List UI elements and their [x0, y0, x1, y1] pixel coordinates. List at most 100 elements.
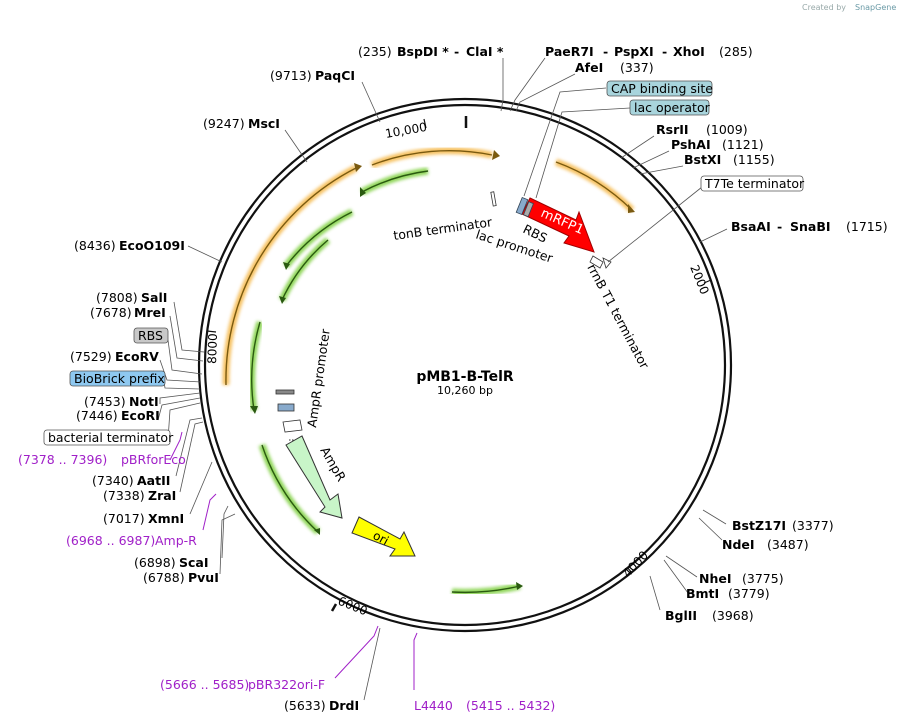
- tick-label-8000: 8000: [205, 333, 220, 364]
- aatii-label[interactable]: AatII: [137, 473, 170, 488]
- lac-promoter-elements: [490, 191, 612, 269]
- bacterial-terminator-label: bacterial terminator: [48, 430, 174, 445]
- drdi-label[interactable]: DrdI: [329, 698, 359, 713]
- l4440-range: (5415 .. 5432): [466, 698, 555, 713]
- clai-label[interactable]: ClaI *: [466, 44, 504, 59]
- paqci-label[interactable]: PaqCI: [315, 68, 355, 83]
- afei-label[interactable]: AfeI: [575, 60, 603, 75]
- nhei-position: (3775): [742, 571, 784, 586]
- bstz17i-label[interactable]: BstZ17I: [732, 518, 786, 533]
- noti-label[interactable]: NotI: [129, 394, 159, 409]
- plasmid-size: 10,260 bp: [437, 384, 493, 397]
- tick-6000: [330, 603, 338, 612]
- afei-position: (337): [620, 60, 654, 75]
- ori-feature[interactable]: ori: [351, 516, 416, 557]
- t7te-terminator-label: T7Te terminator: [704, 176, 805, 191]
- sali-label[interactable]: SalI: [141, 290, 167, 305]
- pspxi-label[interactable]: PspXI: [614, 44, 654, 59]
- amp-r-range: (6968 .. 6987): [66, 533, 155, 548]
- pbrforeco-primer[interactable]: pBRforEco: [121, 452, 186, 467]
- noti-position: (7453): [84, 394, 126, 409]
- ecoo109i-label[interactable]: EcoO109I: [119, 238, 185, 253]
- mrei-position: (7678): [90, 305, 132, 320]
- drdi-position: (5633): [284, 698, 326, 713]
- biobrick-prefix-label: BioBrick prefix: [74, 371, 165, 386]
- ampr-promoter-elements: [275, 389, 303, 441]
- tick-4000: [626, 566, 633, 574]
- ecori-label[interactable]: EcoRI: [121, 408, 160, 423]
- pshai-label[interactable]: PshAI: [671, 137, 711, 152]
- biobrick-prefix-box[interactable]: BioBrick prefix: [69, 370, 166, 387]
- bspdi-label[interactable]: BspDI *: [397, 44, 449, 59]
- ndei-position: (3487): [767, 537, 809, 552]
- ndei-label[interactable]: NdeI: [722, 537, 755, 552]
- rbs-label: RBS: [138, 328, 163, 343]
- pbr322ori-f-range: (5666 .. 5685): [160, 677, 249, 692]
- backbone-outer-ring: [197, 97, 733, 633]
- tick-label-10000: 10,000: [384, 120, 428, 141]
- site-dash-2: -: [603, 44, 608, 59]
- credit-text: Created by: [802, 3, 846, 12]
- scai-position: (6898): [134, 555, 176, 570]
- scai-label[interactable]: ScaI: [179, 555, 209, 570]
- rrnb-terminator-label: rrnB T1 terminator: [584, 261, 652, 371]
- tick-10000: [423, 118, 427, 129]
- ampr-label: AmpR: [317, 444, 349, 484]
- xmni-label[interactable]: XmnI: [148, 511, 184, 526]
- bstxi-position: (1155): [733, 152, 775, 167]
- rsrii-label[interactable]: RsrII: [656, 122, 689, 137]
- zrai-label[interactable]: ZraI: [148, 488, 176, 503]
- bmti-position: (3779): [728, 586, 770, 601]
- pvui-position: (6788): [143, 570, 185, 585]
- pvui-label[interactable]: PvuI: [188, 570, 219, 585]
- mrei-label[interactable]: MreI: [134, 305, 166, 320]
- pshai-position: (1121): [722, 137, 764, 152]
- zrai-position: (7338): [103, 488, 145, 503]
- msci-label[interactable]: MscI: [248, 116, 280, 131]
- backbone-inner-ring: [203, 103, 727, 627]
- rbs-box[interactable]: RBS: [133, 327, 169, 344]
- msci-position: (9247): [203, 116, 245, 131]
- nhei-label[interactable]: NheI: [699, 571, 732, 586]
- bsaai-label[interactable]: BsaAI: [731, 219, 771, 234]
- cap-binding-site-box[interactable]: CAP binding site: [606, 80, 713, 97]
- xhoi-position: (285): [719, 44, 753, 59]
- tick-label-2000: 2000: [687, 263, 711, 297]
- site-dash-1: -: [454, 44, 459, 59]
- bacterial-terminator-box[interactable]: bacterial terminator: [43, 429, 174, 446]
- ecorv-position: (7529): [70, 349, 112, 364]
- pbr322ori-f-primer[interactable]: pBR322ori-F: [248, 677, 325, 692]
- orf-arrows-orange: [222, 147, 635, 386]
- paer7i-label[interactable]: PaeR7I: [545, 44, 594, 59]
- ampr-promoter-label: AmpR promoter: [304, 327, 333, 428]
- snabi-label[interactable]: SnaBI: [790, 219, 831, 234]
- xhoi-label[interactable]: XhoI: [673, 44, 705, 59]
- snabi-position: (1715): [846, 219, 888, 234]
- amp-r-primer[interactable]: Amp-R: [155, 533, 197, 548]
- primer-lines: [169, 431, 418, 690]
- ecoo109i-position: (8436): [74, 238, 116, 253]
- ampr-feature[interactable]: [285, 435, 343, 519]
- bglii-label[interactable]: BglII: [665, 608, 697, 623]
- bmti-label[interactable]: BmtI: [686, 586, 719, 601]
- aatii-position: (7340): [92, 473, 134, 488]
- t7te-terminator-box[interactable]: T7Te terminator: [700, 175, 805, 192]
- tick-2000: [703, 279, 712, 284]
- lac-operator-box[interactable]: lac operator: [629, 99, 711, 116]
- tick-8000: [206, 330, 217, 333]
- cap-binding-site-label: CAP binding site: [611, 81, 713, 96]
- pbrforeco-range: (7378 .. 7396): [18, 452, 107, 467]
- bglii-position: (3968): [712, 608, 754, 623]
- leader-lines: [157, 57, 728, 701]
- ecorv-label[interactable]: EcoRV: [115, 349, 159, 364]
- orf-arrows-green: [248, 167, 523, 596]
- sali-position: (7808): [96, 290, 138, 305]
- lac-operator-label: lac operator: [634, 100, 711, 115]
- plasmid-name: pMB1-B-TelR: [416, 369, 514, 385]
- paqci-position: (9713): [270, 68, 312, 83]
- l4440-primer[interactable]: L4440: [414, 698, 453, 713]
- bstxi-label[interactable]: BstXI: [684, 152, 721, 167]
- tick-label-6000: 6000: [336, 594, 370, 618]
- ori-label: ori: [371, 528, 391, 548]
